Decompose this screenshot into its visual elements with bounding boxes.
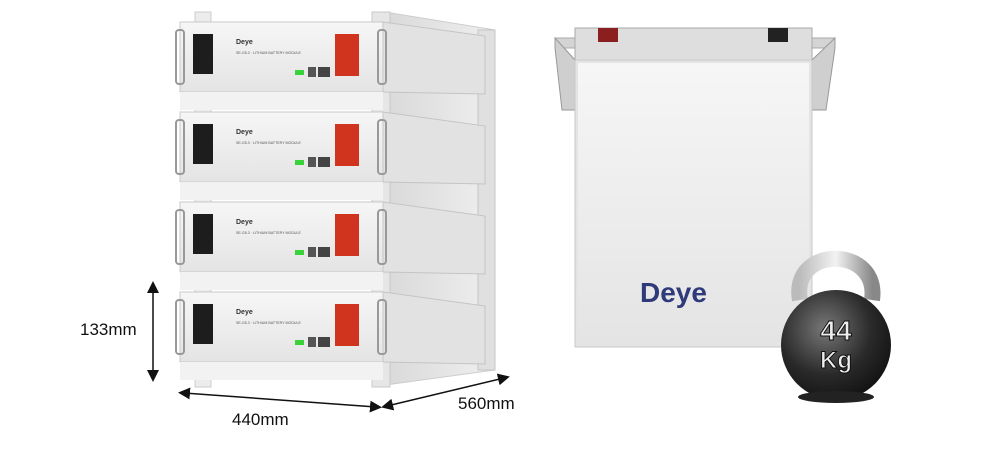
module-brand: Deye (236, 219, 253, 226)
width-arrow (178, 387, 382, 413)
height-dimension-label: 133mm (80, 320, 137, 339)
handle-icon (377, 119, 387, 175)
weight-value: 44 (820, 315, 852, 346)
status-led-icon (295, 340, 304, 345)
terminal-block-icon (193, 34, 213, 74)
handle-icon (377, 29, 387, 85)
handle-icon (377, 209, 387, 265)
power-connector-icon (335, 304, 359, 346)
terminal-block-icon (193, 124, 213, 164)
module-label: SE-G5.3 · LITHIUM BATTERY MODULE (236, 321, 302, 325)
depth-dimension-label: 560mm (458, 394, 515, 413)
terminal-block-icon (193, 214, 213, 254)
deye-logo: Deye (640, 277, 707, 308)
module-label: SE-G5.3 · LITHIUM BATTERY MODULE (236, 51, 302, 55)
status-led-icon (295, 70, 304, 75)
positive-terminal-icon (598, 28, 618, 42)
width-dimension-label: 440mm (232, 410, 289, 429)
negative-terminal-icon (768, 28, 788, 42)
terminal-block-icon (193, 304, 213, 344)
battery-front-view: Deye (554, 27, 836, 348)
module-brand: Deye (236, 39, 253, 46)
module-brand: Deye (236, 129, 253, 136)
handle-icon (175, 299, 185, 355)
handle-icon (175, 119, 185, 175)
weight-unit: Kg (820, 347, 852, 374)
kettlebell-weight-icon: 44 Kg (781, 250, 891, 403)
power-connector-icon (335, 214, 359, 256)
power-connector-icon (335, 34, 359, 76)
handle-icon (175, 209, 185, 265)
depth-arrow (381, 373, 510, 411)
handle-icon (175, 29, 185, 85)
module-label: SE-G5.3 · LITHIUM BATTERY MODULE (236, 141, 302, 145)
module-label: SE-G5.3 · LITHIUM BATTERY MODULE (236, 231, 302, 235)
handle-icon (377, 299, 387, 355)
status-led-icon (295, 250, 304, 255)
module-brand: Deye (236, 309, 253, 316)
status-led-icon (295, 160, 304, 165)
power-connector-icon (335, 124, 359, 166)
